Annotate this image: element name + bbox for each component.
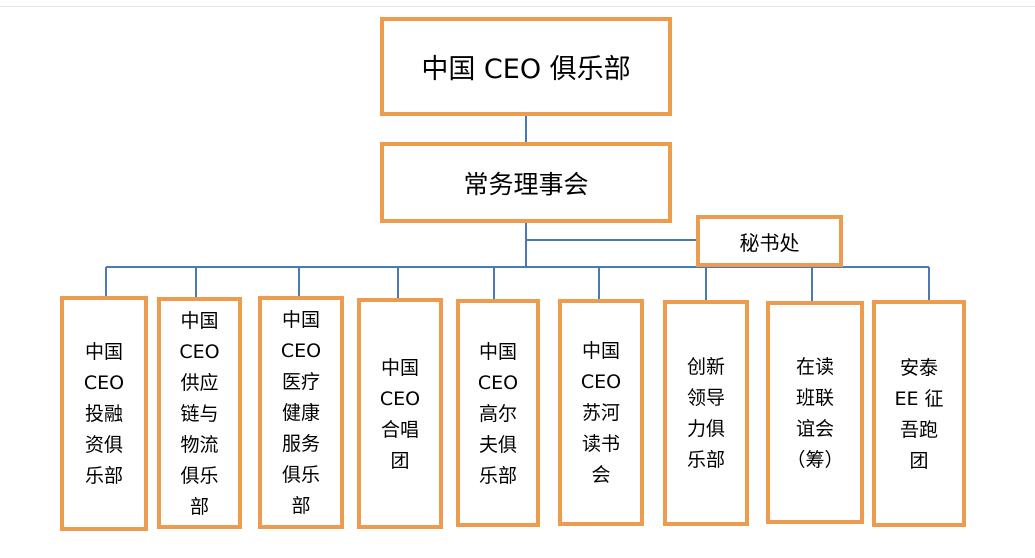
root-label: 中国 CEO 俱乐部 (421, 54, 631, 85)
club-6-line-3: 苏河 (581, 402, 620, 424)
club-8-line-3: 谊会 (795, 417, 834, 440)
club-1-line-2: CEO (83, 372, 125, 394)
club-7-line-4: 乐部 (686, 449, 725, 471)
club-2-line-4: 链与 (180, 402, 219, 425)
council-box: 常务理事会 (380, 142, 672, 223)
secretariat-box: 秘书处 (696, 215, 843, 267)
club-5-line-5: 乐部 (478, 464, 517, 487)
club-6-line-2: CEO (580, 371, 622, 393)
club-2-line-7: 部 (189, 495, 209, 518)
club-3-line-2: CEO (280, 340, 322, 362)
club-box-9: 安泰 EE 征 吾跑 团 (872, 300, 966, 527)
club-9-line-4: 团 (909, 449, 929, 472)
club-3-line-6: 俱乐 (281, 464, 320, 486)
club-7-line-2: 领导 (686, 387, 725, 409)
club-8-line-4: （筹） (786, 448, 844, 471)
club-4-line-3: 合唱 (380, 418, 419, 441)
club-1-line-1: 中国 (84, 341, 123, 363)
club-1-line-5: 乐部 (84, 465, 123, 487)
club-3-line-4: 健康 (281, 402, 320, 424)
club-box-8: 在读 班联 谊会 （筹） (766, 301, 864, 524)
club-4-line-4: 团 (390, 449, 410, 472)
club-box-3: 中国 CEO 医疗 健康 服务 俱乐 部 (258, 296, 344, 529)
club-2-line-1: 中国 (180, 309, 219, 332)
club-9-line-2: EE 征 (894, 387, 944, 410)
window-top-strip (0, 0, 1035, 7)
secretariat-label: 秘书处 (739, 230, 800, 255)
club-2-line-6: 俱乐 (180, 464, 219, 487)
club-5-line-4: 夫俱 (478, 433, 517, 456)
club-box-1: 中国 CEO 投融 资俱 乐部 (60, 296, 148, 531)
club-4-line-2: CEO (379, 387, 421, 410)
club-box-4: 中国 CEO 合唱 团 (357, 298, 443, 529)
club-2-line-5: 物流 (180, 433, 219, 456)
club-8-line-2: 班联 (795, 386, 834, 409)
club-6-line-4: 读书 (581, 433, 620, 455)
club-5-line-2: CEO (477, 371, 519, 394)
club-4-line-1: 中国 (380, 356, 419, 379)
club-6-line-5: 会 (591, 464, 611, 486)
club-8-line-1: 在读 (795, 355, 834, 378)
club-2-line-3: 供应 (180, 371, 219, 394)
club-3-line-1: 中国 (281, 309, 320, 331)
club-9-line-1: 安泰 (899, 356, 938, 379)
club-7-line-1: 创新 (686, 356, 725, 378)
root-box: 中国 CEO 俱乐部 (380, 17, 672, 116)
club-3-line-3: 医疗 (281, 371, 320, 393)
club-box-6: 中国 CEO 苏河 读书 会 (558, 299, 644, 526)
club-1-line-3: 投融 (84, 403, 123, 425)
council-label: 常务理事会 (463, 169, 589, 199)
club-2-line-2: CEO (179, 340, 220, 363)
club-1-line-4: 资俱 (84, 434, 123, 456)
club-7-line-3: 力俱 (686, 418, 725, 440)
club-box-7: 创新 领导 力俱 乐部 (663, 300, 749, 526)
club-6-line-1: 中国 (581, 340, 620, 362)
club-5-line-3: 高尔 (478, 402, 517, 425)
club-3-line-7: 部 (291, 495, 311, 517)
club-3-line-5: 服务 (281, 433, 320, 455)
club-box-2: 中国 CEO 供应 链与 物流 俱乐 部 (157, 297, 242, 529)
club-9-line-3: 吾跑 (899, 418, 938, 441)
club-5-line-1: 中国 (478, 340, 517, 363)
club-box-5: 中国 CEO 高尔 夫俱 乐部 (456, 299, 540, 527)
